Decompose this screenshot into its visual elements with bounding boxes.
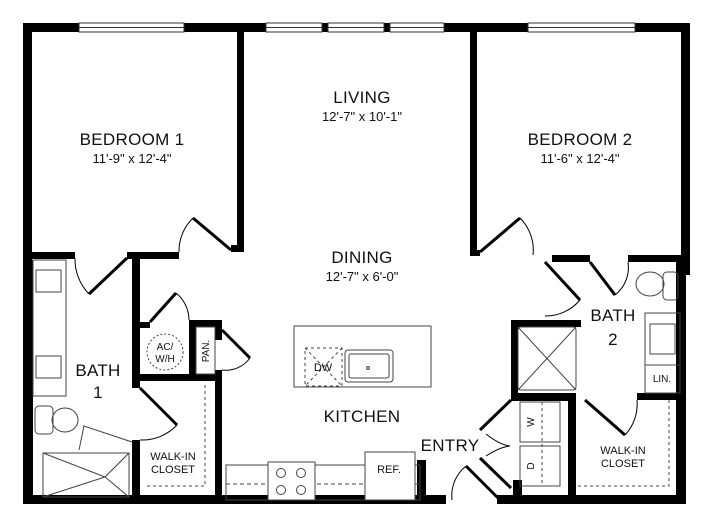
- bath1-label-line1: BATH: [75, 361, 120, 380]
- dryer-label: D: [526, 462, 537, 469]
- dining-dimensions: 12'-7" x 6'-0": [326, 269, 399, 284]
- bedroom2-dimensions: 11'-6" x 12'-4": [541, 151, 620, 166]
- bath2-label-line1: BATH: [590, 306, 635, 325]
- bath1-label-line2: 1: [93, 383, 103, 402]
- walkin1-label-line1: WALK-IN: [150, 451, 195, 463]
- interior-walls: [30, 30, 684, 503]
- walkin2-label-line1: WALK-IN: [600, 445, 645, 457]
- living-dimensions: 12'-7" x 10'-1": [322, 109, 402, 124]
- refrigerator-label: REF.: [377, 464, 401, 476]
- walkin1-label-line2: CLOSET: [151, 464, 195, 476]
- fixtures: [32, 259, 681, 501]
- ac-wh-label-line1: AC/: [157, 342, 174, 353]
- bath2-label-line2: 2: [608, 330, 618, 349]
- entry-name: ENTRY: [421, 436, 480, 455]
- linen-label: LIN.: [653, 374, 671, 385]
- kitchen-name: KITCHEN: [324, 407, 401, 426]
- bedroom2-name: BEDROOM 2: [528, 130, 633, 149]
- bedroom1-name: BEDROOM 1: [80, 130, 185, 149]
- walkin2-label-line2: CLOSET: [601, 458, 645, 470]
- doors: [74, 216, 638, 502]
- pantry-label: PAN.: [201, 340, 212, 363]
- living-name: LIVING: [333, 88, 391, 107]
- bedroom1-dimensions: 11'-9" x 12'-4": [93, 151, 172, 166]
- dishwasher-label: DW: [314, 362, 333, 374]
- windows: [78, 22, 636, 33]
- washer-label: W: [526, 417, 537, 427]
- ac-wh-label-line2: W/H: [155, 354, 174, 365]
- dining-name: DINING: [331, 248, 392, 267]
